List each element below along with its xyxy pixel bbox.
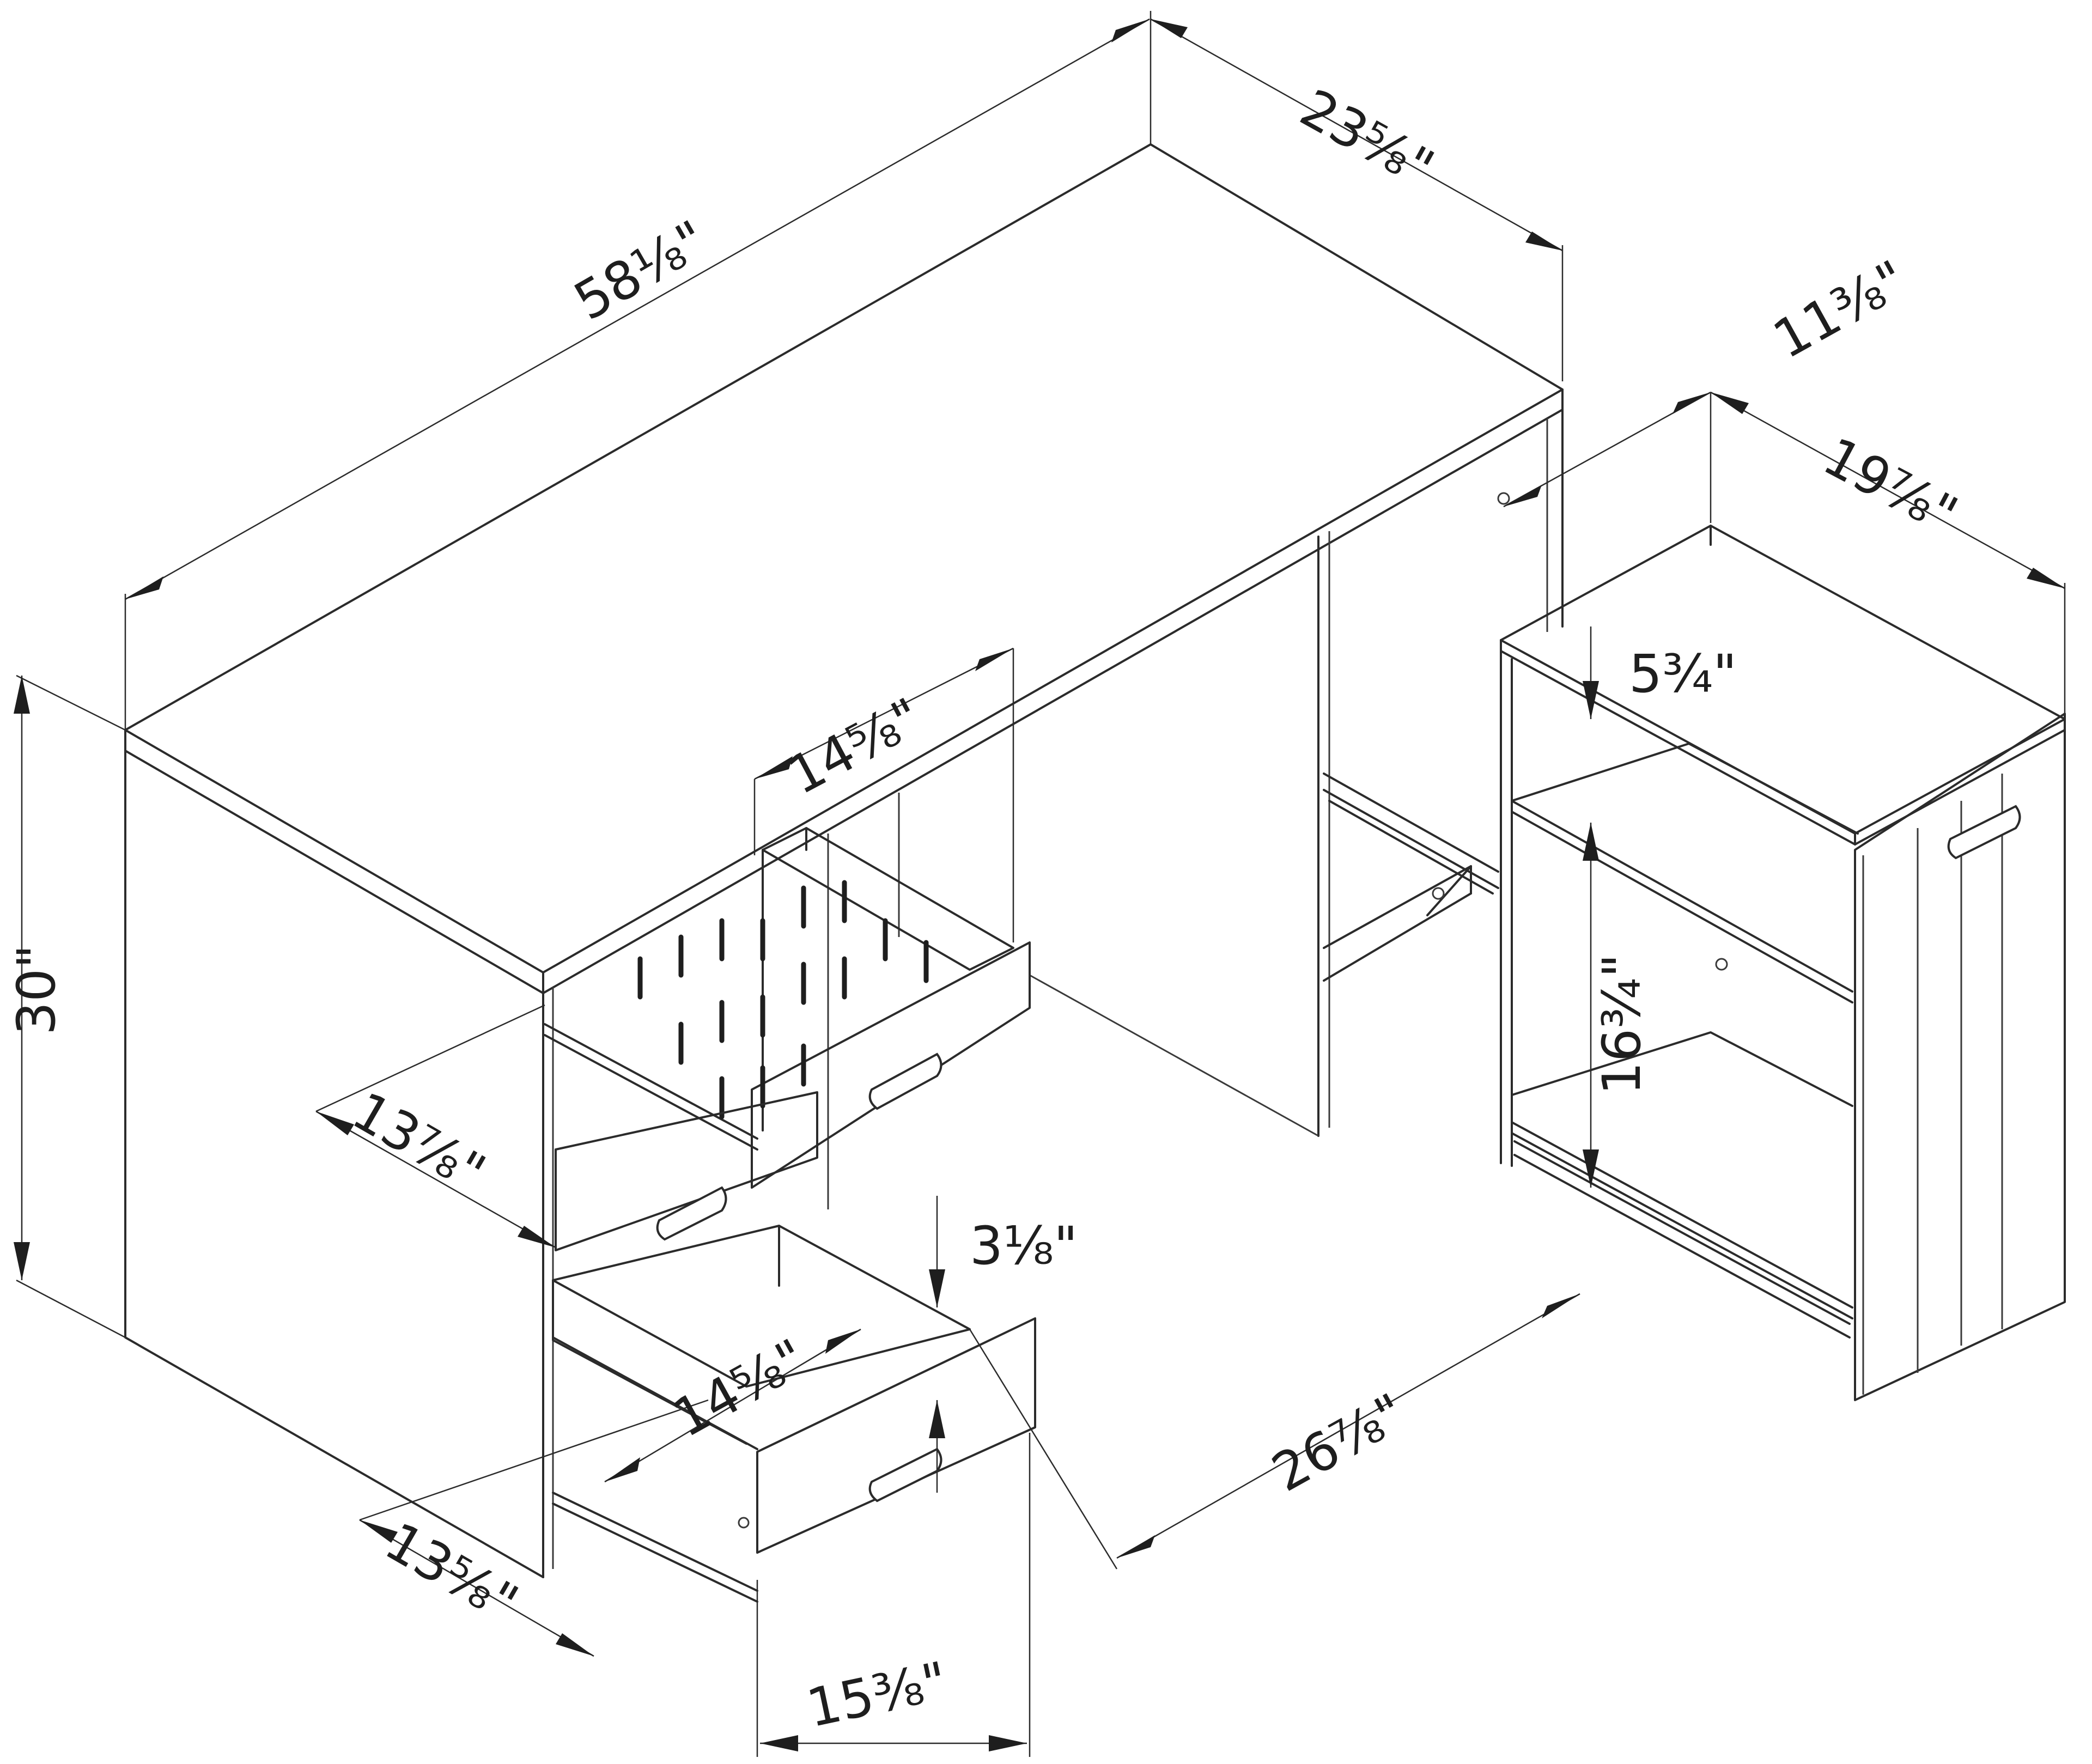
knee-space-width-label: 26⅞" xyxy=(1262,1382,1415,1504)
desk-width-label: 58⅛" xyxy=(564,209,717,332)
bottom-drawer-height-label: 3⅛" xyxy=(970,1215,1078,1276)
bottom-drawer xyxy=(552,1225,1036,1603)
arrowheads xyxy=(14,19,2065,1751)
cabinet-width-label: 19⅞" xyxy=(1814,425,1967,546)
side-cabinet xyxy=(1500,525,2066,1401)
desk-outline xyxy=(124,143,1564,1578)
cabinet-shelf-gap-label: 5¾" xyxy=(1629,643,1737,704)
desk-depth-label: 23⅝" xyxy=(1291,77,1444,199)
top-drawer-width-label: 14⅝" xyxy=(778,686,932,807)
desk-height-label: 30" xyxy=(6,945,67,1035)
middle-drawer xyxy=(555,1091,818,1251)
top-drawer xyxy=(544,827,1031,1189)
cabinet-depth-label: 11⅜" xyxy=(1763,248,1917,370)
bottom-drawer-depth-label: 13⅝" xyxy=(375,1511,528,1634)
top-drawer-depth-label: 13⅞" xyxy=(343,1080,496,1204)
bottom-drawer-width-label: 15⅜" xyxy=(801,1650,952,1739)
cabinet-interior-height-label: 16¾" xyxy=(1591,954,1652,1095)
dimension-lines xyxy=(16,11,2066,1757)
bottom-drawer-inner-width-label: 14⅝" xyxy=(663,1327,816,1449)
